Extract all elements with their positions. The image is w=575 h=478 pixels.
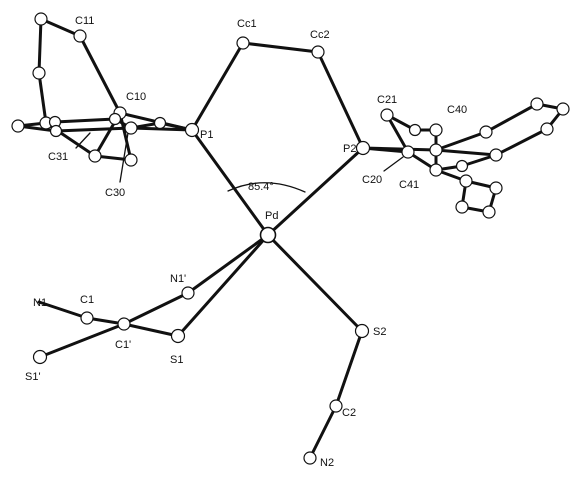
atom-cc2 <box>311 45 325 59</box>
label-cc1: Cc1 <box>237 18 257 30</box>
bond-c31-pointer <box>75 132 91 149</box>
atom-ring1a <box>34 12 48 26</box>
label-c30: C30 <box>105 187 125 199</box>
bond-cc1-cc2 <box>241 41 320 54</box>
atom-ph2-f <box>455 159 469 173</box>
atom-s1 <box>170 328 186 344</box>
atom-c1 <box>80 311 94 325</box>
bond-ph1-b <box>53 117 117 124</box>
atom-labels: Cc1 Cc2 C11 C10 P1 P2 C21 C40 C31 C30 C2… <box>25 15 467 469</box>
atom-ph2-c <box>556 102 570 116</box>
bond-c20-pointer <box>383 156 404 172</box>
atom-ring1d <box>88 149 102 163</box>
atom-ph2-root <box>429 143 443 157</box>
atom-c41 <box>459 174 473 188</box>
label-n2: N2 <box>320 457 334 469</box>
atom-ring1b <box>32 66 46 80</box>
bonds <box>16 17 565 460</box>
atom-n2 <box>303 451 317 465</box>
label-p2: P2 <box>343 143 356 155</box>
angle-arc <box>227 182 306 193</box>
atom-ring2b <box>429 163 443 177</box>
bond-n1-c1 <box>37 300 89 320</box>
label-c1p: C1' <box>115 339 131 351</box>
label-cc2: Cc2 <box>310 29 330 41</box>
label-c21: C21 <box>377 94 397 106</box>
atom-p1 <box>184 122 200 138</box>
atom-c30 <box>124 153 138 167</box>
label-n1: N1 <box>33 297 47 309</box>
atom-ph1-c <box>11 119 25 133</box>
label-c20: C20 <box>362 174 382 186</box>
bond-cc2-p2 <box>316 50 365 150</box>
bond-c2-n2 <box>308 404 338 460</box>
atom-ring3b <box>482 205 496 219</box>
label-c41: C41 <box>399 179 419 191</box>
atom-s1p <box>32 349 48 365</box>
bond-ph2-b <box>484 102 539 134</box>
bond-pd-s2 <box>266 233 364 333</box>
bond-n1p-c1p <box>122 291 190 326</box>
atom-c2 <box>329 399 343 413</box>
atom-c21 <box>380 108 394 122</box>
label-c40: C40 <box>447 104 467 116</box>
atom-ring3c <box>489 181 503 195</box>
bond-c21-c <box>385 113 410 154</box>
bond-ring1b-ring1c <box>37 71 48 125</box>
atom-n1p <box>181 286 195 300</box>
label-n1p: N1' <box>170 273 186 285</box>
label-p1: P1 <box>200 129 213 141</box>
atom-c20 <box>401 145 415 159</box>
label-s1p: S1' <box>25 371 41 383</box>
atom-ph2-b <box>530 97 544 111</box>
bond-p1-pd <box>190 128 270 237</box>
bond-pd-n1p <box>186 233 270 295</box>
bond-pd-s1 <box>176 233 270 338</box>
label-angle: 85.4° <box>248 181 274 193</box>
bond-p2-ph2 <box>361 146 438 152</box>
atom-ph1-e <box>124 121 138 135</box>
bond-p2-pd <box>266 146 365 237</box>
label-pd: Pd <box>265 210 278 222</box>
atom-p2 <box>355 140 371 156</box>
label-c11: C11 <box>75 15 94 27</box>
atom-ph2-d <box>540 122 554 136</box>
bond-ph2-e <box>494 127 549 157</box>
label-c1: C1 <box>80 294 94 306</box>
label-s2: S2 <box>373 326 386 338</box>
bond-ph2-a <box>434 130 488 152</box>
label-c10: C10 <box>126 91 146 103</box>
atom-ph1-d <box>49 124 63 138</box>
label-c31: C31 <box>48 151 68 163</box>
atom-s2 <box>354 323 370 339</box>
bond-p1-cc1 <box>190 41 245 132</box>
bond-c30-p1 <box>129 126 194 132</box>
atom-ph1-a <box>108 112 122 126</box>
atom-ph1-f <box>153 116 167 130</box>
atom-cc1 <box>236 36 250 50</box>
atom-ring2a <box>408 123 422 137</box>
bond-c11-ring1a <box>39 17 82 38</box>
atom-c40 <box>429 123 443 137</box>
bond-ring1a-ring1b <box>37 17 43 75</box>
bond-c30b-c10 <box>118 111 133 162</box>
bond-c1p-s1 <box>122 322 180 338</box>
bond-c1p-s1p <box>38 322 126 359</box>
bond-c10-c11 <box>78 34 122 115</box>
atoms <box>11 12 570 465</box>
atom-ring3a <box>455 200 469 214</box>
label-s1: S1 <box>170 354 183 366</box>
atom-c1p <box>117 317 131 331</box>
bond-s2-c2 <box>334 329 364 408</box>
bond-ph1-e <box>54 126 133 133</box>
atom-ph2-a <box>479 125 493 139</box>
atom-c11 <box>73 29 87 43</box>
bond-ph2-f <box>434 148 498 157</box>
label-c2: C2 <box>342 407 356 419</box>
atom-ph2-e <box>489 148 503 162</box>
atom-pd <box>259 226 277 244</box>
